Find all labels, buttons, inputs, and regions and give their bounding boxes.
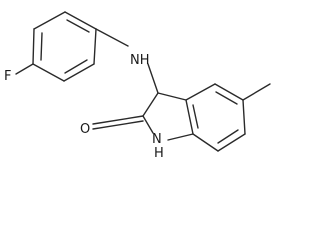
aryl-nh-bond [95, 28, 129, 47]
fluorine-label: F [4, 69, 11, 84]
ring-nitrogen-h-label: H [154, 146, 164, 161]
carbonyl-oxygen-label: O [80, 122, 90, 137]
c-f-bond [15, 63, 34, 75]
ring-nitrogen-label: N [152, 132, 162, 147]
structure-diagram: F NH O N H [4, 11, 271, 161]
carbonyl-double-bond [92, 115, 144, 130]
fluorophenyl-ring [32, 11, 97, 82]
lactam-ring [142, 92, 194, 141]
amine-label: NH [130, 53, 150, 68]
nh-c3-bond [147, 63, 159, 94]
benzo-ring [185, 83, 246, 152]
methyl-bond [242, 83, 271, 101]
